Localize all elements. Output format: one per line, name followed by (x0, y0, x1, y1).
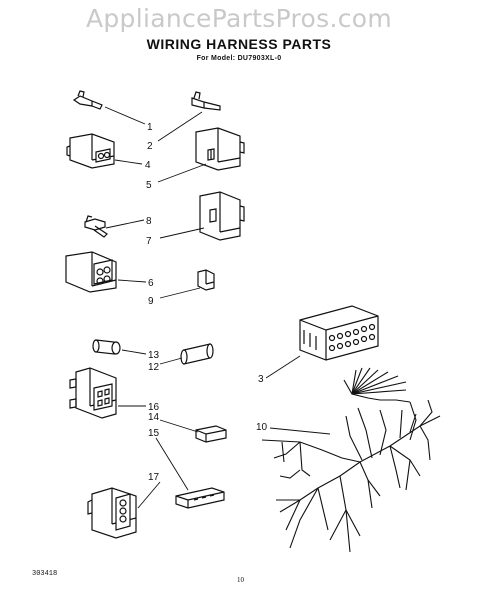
leader-line-13 (121, 349, 147, 355)
callout-13: 13 (148, 350, 160, 361)
callout-7: 7 (146, 236, 152, 247)
model-subtitle: For Model: DU7903XL-0 (196, 55, 282, 62)
leader-line-17 (137, 481, 161, 509)
page-number: 10 (237, 576, 244, 584)
diagram-title: WIRING HARNESS PARTS (146, 36, 332, 52)
callout-10: 10 (256, 422, 268, 433)
callout-9: 9 (148, 296, 154, 307)
leader-line-15 (155, 437, 189, 491)
callout-2: 2 (147, 141, 153, 152)
leader-line-1 (104, 106, 146, 125)
leader-line-3 (265, 355, 301, 379)
part-17-connector (87, 487, 137, 539)
part-1-terminal (72, 90, 103, 110)
part-6-connector (65, 251, 117, 293)
leader-line-8 (105, 219, 145, 229)
callout-15: 15 (148, 428, 160, 439)
part-7-connector (199, 191, 245, 241)
diagram-code: 303418 (32, 570, 58, 578)
leader-line-12 (159, 357, 183, 365)
callout-4: 4 (145, 160, 151, 171)
callout-8: 8 (146, 216, 152, 227)
part-15-plug (175, 487, 225, 509)
leader-line-2 (157, 111, 203, 142)
part-12-sleeve (180, 343, 214, 365)
callout-14: 14 (148, 412, 160, 423)
part-13-cap (92, 339, 121, 355)
callout-12: 12 (148, 362, 160, 373)
part-2-terminal (191, 91, 221, 111)
leader-line-14 (159, 419, 199, 433)
leader-line-7 (159, 227, 205, 239)
callout-5: 5 (146, 180, 152, 191)
callout-17: 17 (148, 472, 160, 483)
leader-line-10 (269, 427, 331, 435)
leader-line-4 (114, 159, 143, 165)
leader-line-6 (117, 279, 147, 283)
part-9-clip (197, 269, 215, 291)
callout-1: 1 (147, 122, 153, 133)
watermark-text: AppliancePartsPros.com (85, 4, 393, 33)
callout-6: 6 (148, 278, 154, 289)
part-10-wiring-harness (261, 367, 441, 553)
callout-16: 16 (148, 402, 160, 413)
part-5-connector (195, 127, 245, 171)
leader-line-5 (157, 163, 207, 183)
callout-3: 3 (258, 374, 264, 385)
part-4-connector (66, 133, 115, 169)
part-8-terminal (84, 215, 108, 238)
leader-line-9 (159, 287, 201, 299)
part-3-terminal-block (299, 305, 379, 361)
part-14-block (195, 425, 227, 443)
part-16-connector (69, 367, 117, 419)
